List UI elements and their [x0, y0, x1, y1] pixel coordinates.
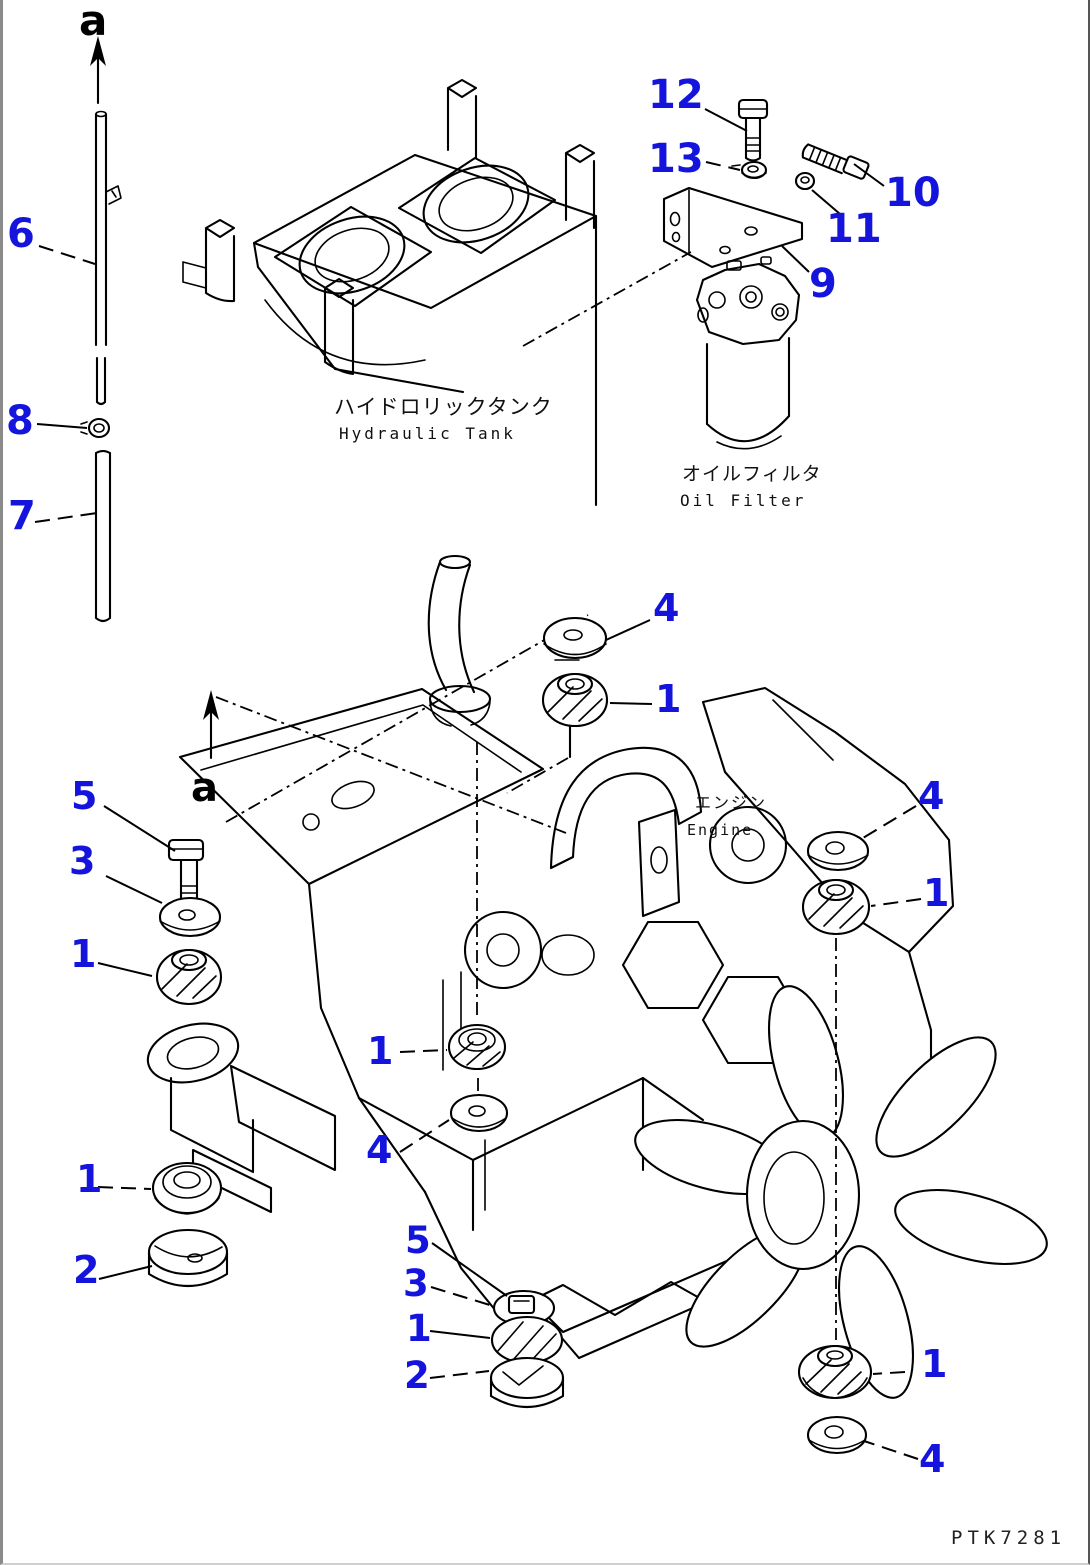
- part-7-tube-drawing: [96, 451, 110, 621]
- oil-filter-label-en: Oil Filter: [680, 491, 807, 510]
- part-1-mount-bottomright: [799, 1346, 871, 1398]
- callout-1: 1: [923, 871, 950, 915]
- part-11-washer-drawing: [796, 173, 814, 189]
- part-1-mount-middle: [449, 1025, 505, 1069]
- section-arrow-a-top: [90, 36, 106, 103]
- callout-13: 13: [648, 136, 704, 182]
- callout-1: 1: [406, 1307, 432, 1350]
- projection-lines: [216, 252, 691, 833]
- part-1-mount-bottomleft: [153, 1163, 221, 1214]
- callout-1: 1: [70, 932, 97, 976]
- hydraulic-tank-label-jp: ハイドロリックタンク: [334, 395, 553, 419]
- callout-5: 5: [71, 774, 98, 818]
- callout-4: 4: [366, 1128, 393, 1172]
- part-4-washer-middle: [451, 1095, 507, 1131]
- oil-filter-label-jp: オイルフィルタ: [682, 463, 822, 485]
- part-12-bolt-drawing: [739, 100, 767, 161]
- engine-label-jp: エンジン: [695, 793, 768, 812]
- callout-4: 4: [919, 1437, 946, 1481]
- engine-label-en: Engine: [687, 821, 754, 839]
- part-6-rod-drawing: [96, 112, 121, 405]
- part-4-washer-right: [808, 832, 868, 870]
- callout-7: 7: [8, 493, 36, 539]
- hydraulic-tank-drawing: [183, 80, 596, 505]
- callout-2: 2: [73, 1248, 100, 1292]
- callout-4: 4: [918, 774, 945, 818]
- callout-2: 2: [404, 1354, 430, 1397]
- diagram-canvas: [3, 36, 1090, 1565]
- oil-filter-drawing: [697, 257, 799, 449]
- callout-1: 1: [655, 677, 682, 721]
- part-1-mount-left: [157, 950, 221, 1004]
- callout-4: 4: [653, 586, 680, 630]
- callout-11: 11: [826, 206, 882, 252]
- part-4-washer-top: [544, 618, 606, 660]
- callout-3: 3: [69, 839, 96, 883]
- part-1-mount-top: [543, 674, 607, 726]
- leader-lines: [35, 109, 921, 1459]
- callout-9: 9: [809, 261, 837, 307]
- part-2-cup-bottomleft: [149, 1230, 227, 1286]
- part-3-washer-left: [160, 898, 220, 936]
- callout-8: 8: [6, 398, 34, 444]
- part-8-clip-drawing: [81, 419, 109, 437]
- callout-1: 1: [76, 1157, 103, 1201]
- engine-drawing: [142, 556, 1055, 1406]
- part-9-bracket-drawing: [664, 188, 802, 267]
- part-1-mount-bottommiddle: [492, 1317, 562, 1363]
- part-2-cup-bottommiddle: [491, 1358, 563, 1407]
- callout-1: 1: [367, 1029, 394, 1073]
- mount-centerlines: [477, 725, 836, 1340]
- view-marker-a: a: [191, 765, 218, 811]
- part-1-mount-right: [803, 880, 869, 934]
- callout-10: 10: [885, 170, 941, 216]
- part-10-bolt-drawing: [801, 139, 869, 181]
- hydraulic-tank-label-en: Hydraulic Tank: [339, 424, 516, 443]
- part-4-washer-bottomright: [808, 1417, 866, 1453]
- view-marker-a: a: [79, 0, 108, 45]
- callout-1: 1: [921, 1342, 948, 1386]
- callout-3: 3: [403, 1262, 429, 1305]
- drawing-code: PTK7281: [951, 1527, 1067, 1549]
- part-13-washer-drawing: [732, 162, 766, 178]
- callout-5: 5: [405, 1219, 431, 1262]
- callout-6: 6: [7, 211, 35, 257]
- callout-12: 12: [648, 72, 704, 118]
